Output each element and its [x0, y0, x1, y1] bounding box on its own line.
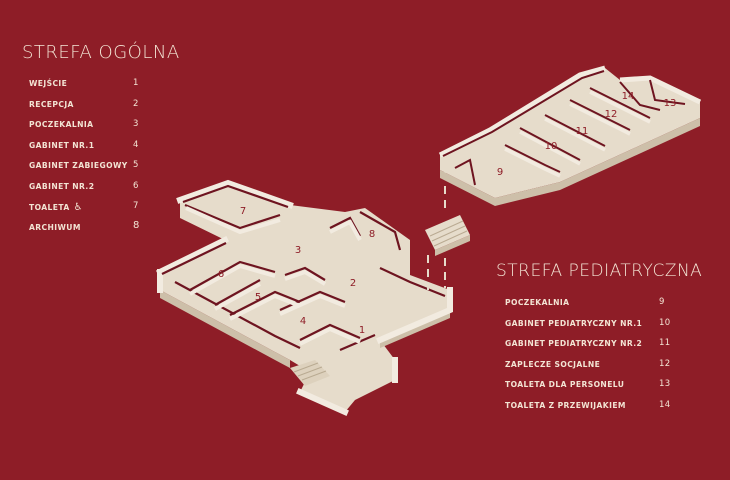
legend-item: GABINET PEDIATRYCZNY NR.1 10 — [505, 315, 675, 336]
legend-item-number: 4 — [133, 139, 139, 150]
legend-item: ARCHIWUM 8 — [29, 219, 149, 240]
ground-floor-slab — [160, 183, 450, 412]
legend-item-number: 13 — [659, 379, 671, 389]
legend-item-label: GABINET PEDIATRYCZNY NR.1 — [505, 318, 643, 328]
legend-item: GABINET NR.1 4 — [29, 137, 149, 158]
connecting-staircase — [425, 172, 470, 290]
ground-partitions — [185, 206, 362, 346]
upper-outer-walls — [438, 65, 702, 158]
legend-item-number: 10 — [659, 317, 671, 328]
legend-item-label: GABINET NR.2 — [29, 181, 95, 191]
room-label: 2 — [350, 278, 356, 289]
legend-item: GABINET NR.2 6 — [29, 178, 149, 199]
legend-item-number: 9 — [659, 297, 665, 307]
legend-item-number: 14 — [659, 399, 671, 410]
ground-outer-walls — [155, 179, 453, 416]
pediatric-zone-legend: POCZEKALNIA 9 GABINET PEDIATRYCZNY NR.1 10… — [505, 294, 675, 417]
legend-item: GABINET PEDIATRYCZNY NR.2 11 — [505, 335, 675, 356]
upper-floor-plan — [438, 65, 702, 206]
legend-item-number: 11 — [659, 338, 671, 348]
pediatric-zone-title: STREFA PEDIATRYCZNA — [496, 261, 703, 281]
room-number-labels: 1 2 3 4 5 6 7 8 9 10 11 12 13 14 — [218, 91, 677, 336]
room-label: 3 — [295, 245, 301, 256]
room-label: 14 — [622, 91, 635, 102]
legend-item-label: GABINET PEDIATRYCZNY NR.2 — [505, 339, 643, 348]
legend-item: GABINET ZABIEGOWY 5 — [29, 157, 149, 178]
general-zone-title: STREFA OGÓLNA — [22, 42, 180, 63]
upper-partitions — [504, 90, 651, 178]
legend-item-number: 3 — [133, 119, 139, 129]
upper-wall-cuts — [442, 70, 686, 186]
legend-item-number: 2 — [133, 98, 139, 109]
legend-item: TOALETA DLA PERSONELU 13 — [505, 376, 675, 397]
room-label: 7 — [240, 206, 246, 217]
room-label: 1 — [359, 325, 365, 336]
legend-item-number: 8 — [133, 219, 140, 231]
room-label: 12 — [605, 109, 618, 120]
room-label: 4 — [300, 316, 306, 327]
room-label: 9 — [497, 167, 503, 178]
legend-item-label: RECEPCJA — [29, 99, 74, 109]
legend-item-label: GABINET ZABIEGOWY — [29, 161, 128, 170]
legend-item: RECEPCJA 2 — [29, 96, 149, 117]
legend-item: TOALETA Z PRZEWIJAKIEM 14 — [505, 397, 675, 418]
legend-item-label: TOALETA Z PRZEWIJAKIEM — [505, 400, 626, 410]
wheelchair-icon: ♿ — [73, 202, 83, 213]
room-label: 5 — [255, 292, 261, 303]
legend-item-label: POCZEKALNIA — [505, 298, 570, 307]
legend-item: POCZEKALNIA 3 — [29, 116, 149, 137]
legend-item-label: GABINET NR.1 — [29, 140, 95, 150]
legend-item-label: POCZEKALNIA — [29, 120, 94, 129]
legend-item-label: WEJŚCIE — [29, 79, 68, 88]
legend-item: ZAPLECZE SOCJALNE 12 — [505, 356, 675, 377]
legend-item-label: ARCHIWUM — [29, 222, 81, 232]
room-label: 8 — [369, 229, 375, 240]
legend-item: TOALETA♿ 7 — [29, 198, 149, 219]
ground-floor-side — [160, 290, 290, 368]
legend-item-number: 1 — [133, 78, 139, 88]
legend-item: WEJŚCIE 1 — [29, 75, 149, 96]
legend-item-number: 7 — [133, 201, 139, 211]
legend-item: POCZEKALNIA 9 — [505, 294, 675, 315]
legend-item-number: 12 — [659, 358, 671, 369]
legend-item-label: TOALETA DLA PERSONELU — [505, 380, 625, 389]
ground-wall-cuts — [161, 184, 446, 352]
room-label: 6 — [218, 269, 224, 280]
general-zone-legend: WEJŚCIE 1 RECEPCJA 2 POCZEKALNIA 3 GABINET … — [29, 75, 149, 239]
legend-item-number: 5 — [133, 160, 139, 170]
legend-item-label: TOALETA — [29, 203, 70, 212]
room-label: 10 — [545, 141, 558, 152]
ground-floor-plan — [155, 179, 453, 416]
room-label: 11 — [576, 126, 589, 137]
legend-item-number: 6 — [133, 180, 139, 191]
entrance-stairs — [290, 360, 330, 386]
legend-item-label: ZAPLECZE SOCJALNE — [505, 359, 601, 369]
room-label: 13 — [664, 98, 677, 109]
